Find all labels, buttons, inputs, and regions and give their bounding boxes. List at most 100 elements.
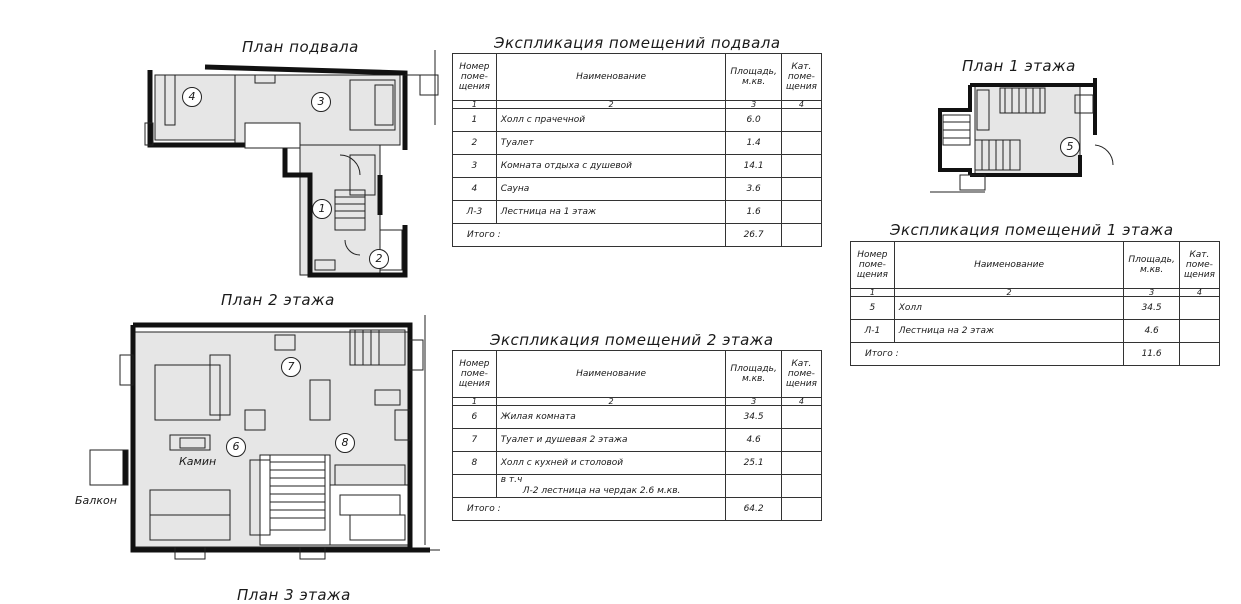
room-number-7: 7 (281, 357, 301, 377)
room-area: 1.6 (725, 200, 782, 224)
floor1-explication-table: Номер поме- щения Наименование Площадь, … (849, 241, 1221, 366)
index-cell: 4 (1178, 288, 1221, 297)
table-row: 7 Туалет и душевая 2 этажа 4.6 (452, 428, 823, 452)
note-row: в т.ч Л-2 лестница на чердак 2.6 м.кв. (452, 474, 823, 498)
room-category (780, 154, 823, 178)
index-cell: 3 (725, 397, 782, 406)
room-area: 25.1 (725, 451, 782, 475)
note-line-2: Л-2 лестница на чердак 2.6 м.кв. (522, 486, 681, 496)
room-name: Холл (893, 296, 1125, 320)
room-number-8: 8 (335, 433, 355, 453)
table-row: Л-1 Лестница на 2 этаж 4.6 (850, 319, 1221, 343)
room-area: 6.0 (725, 108, 782, 132)
table-row: 4 Сауна 3.6 (452, 177, 823, 201)
header-area: Площадь, м.кв. (725, 350, 782, 398)
header-category: Кат. поме- щения (780, 350, 823, 398)
room-category (780, 108, 823, 132)
room-category (780, 451, 823, 475)
room-name: Жилая комната (495, 405, 727, 429)
total-row: Итого : 64.2 (451, 497, 823, 521)
total-area: 11.6 (1123, 342, 1180, 366)
room-num: 7 (452, 428, 497, 452)
header-name: Наименование (495, 53, 727, 101)
total-row: Итого : 26.7 (451, 223, 823, 247)
room-area: 4.6 (725, 428, 782, 452)
room-name: Сауна (495, 177, 727, 201)
total-category (780, 497, 823, 521)
room-num: 4 (452, 177, 497, 201)
index-cell: 2 (495, 397, 727, 406)
room-category (1178, 296, 1221, 320)
header-category: Кат. поме- щения (780, 53, 823, 101)
room-name: Туалет (495, 131, 727, 155)
room-number-6: 6 (226, 437, 246, 457)
note-cell: в т.ч Л-2 лестница на чердак 2.6 м.кв. (495, 474, 727, 498)
room-area: 34.5 (725, 405, 782, 429)
floor2-explication-table: Номер поме- щения Наименование Площадь, … (451, 350, 823, 521)
room-number-3: 3 (311, 92, 331, 112)
basement-table-title: Экспликация помещений подвала (494, 34, 781, 52)
total-area: 64.2 (725, 497, 782, 521)
room-category (780, 177, 823, 201)
floor2-plan-title: План 2 этажа (221, 291, 335, 309)
header-name: Наименование (893, 241, 1125, 289)
room-num: 2 (452, 131, 497, 155)
room-number-2: 2 (369, 249, 389, 269)
room-category (780, 200, 823, 224)
index-cell: 1 (452, 100, 497, 109)
header-name: Наименование (495, 350, 727, 398)
table-row: 8 Холл с кухней и столовой 25.1 (452, 451, 823, 475)
header-number: Номер поме- щения (452, 53, 497, 101)
room-area: 3.6 (725, 177, 782, 201)
note-area (725, 474, 782, 498)
index-cell: 2 (893, 288, 1125, 297)
total-label: Итого : (451, 497, 726, 521)
room-name: Комната отдыха с душевой (495, 154, 727, 178)
table-row: 6 Жилая комната 34.5 (452, 405, 823, 429)
header-area: Площадь, м.кв. (725, 53, 782, 101)
room-name: Лестница на 1 этаж (495, 200, 727, 224)
fireplace-label: Камин (179, 455, 217, 468)
room-area: 14.1 (725, 154, 782, 178)
floor1-plan-drawing (930, 78, 1114, 193)
table-row: 2 Туалет 1.4 (452, 131, 823, 155)
room-number-5: 5 (1060, 137, 1080, 157)
room-area: 4.6 (1123, 319, 1180, 343)
index-cell: 3 (1123, 288, 1180, 297)
room-category (780, 131, 823, 155)
index-cell: 1 (850, 288, 895, 297)
basement-plan-drawing (144, 50, 439, 278)
table-row: Л-3 Лестница на 1 этаж 1.6 (452, 200, 823, 224)
floor3-plan-title: План 3 этажа (237, 586, 351, 604)
note-category (780, 474, 823, 498)
header-area: Площадь, м.кв. (1123, 241, 1180, 289)
index-cell: 4 (780, 397, 823, 406)
balcony-label: Балкон (75, 494, 117, 507)
room-num: Л-3 (452, 200, 497, 224)
room-name: Холл с кухней и столовой (495, 451, 727, 475)
room-name: Холл с прачечной (495, 108, 727, 132)
total-category (780, 223, 823, 247)
header-category: Кат. поме- щения (1178, 241, 1221, 289)
header-number: Номер поме- щения (850, 241, 895, 289)
floor1-plan-title: План 1 этажа (962, 57, 1076, 75)
room-number-4: 4 (182, 87, 202, 107)
index-cell: 2 (495, 100, 727, 109)
room-num: 3 (452, 154, 497, 178)
room-name: Лестница на 2 этаж (893, 319, 1125, 343)
room-num: Л-1 (850, 319, 895, 343)
index-cell: 1 (452, 397, 497, 406)
total-row: Итого : 11.6 (849, 342, 1221, 366)
total-label: Итого : (451, 223, 726, 247)
room-number-1: 1 (312, 199, 332, 219)
basement-explication-table: Номер поме- щения Наименование Площадь, … (451, 53, 823, 247)
floor1-table-title: Экспликация помещений 1 этажа (890, 221, 1174, 239)
room-category (780, 405, 823, 429)
note-line-1: в т.ч (500, 475, 523, 485)
room-num: 6 (452, 405, 497, 429)
total-area: 26.7 (725, 223, 782, 247)
room-num: 8 (452, 451, 497, 475)
index-cell: 3 (725, 100, 782, 109)
floor2-plan-drawing (89, 315, 440, 560)
room-area: 1.4 (725, 131, 782, 155)
